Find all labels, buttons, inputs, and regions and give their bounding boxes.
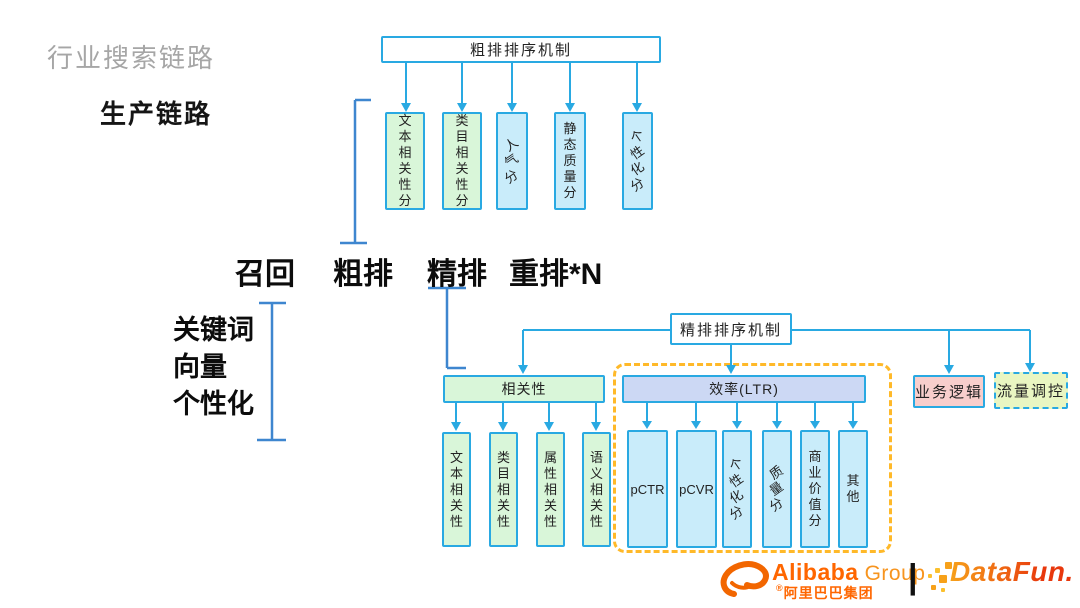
registered-mark: ® [776,583,784,593]
relevance-group-title: 相关性 [501,381,547,397]
alibaba-logo-icon [720,561,769,597]
stage-label-rerank: 重排*N [509,258,603,291]
coarse-rank-title-box: 粗排排序机制 [381,36,661,63]
efficiency-factor-commercial-value: 商业价值分 [800,430,830,548]
recall-method-vector: 向量 [173,352,227,382]
page-title: 行业搜索链路 [47,43,216,73]
alibaba-group-text: Group [864,562,926,585]
efficiency-dashed-frame [613,363,892,553]
coarse-factor-personalized: 个性化分 [622,112,653,210]
stage-label-recall: 召回 [235,258,295,291]
relevance-factor-category: 类目相关性 [489,432,518,547]
datafun-logo-dots [928,562,952,592]
coarse-factor-category-relevance: 类目相关性分 [442,112,482,210]
coarse-factor-static-quality: 静态质量分 [554,112,586,210]
efficiency-factor-pctr: pCTR [627,430,668,548]
coarse-rank-title: 粗排排序机制 [469,42,572,59]
recall-methods: 关键词 向量 个性化 [173,312,254,423]
efficiency-group-box: 效率(LTR) [622,375,866,403]
coarse-factor-text-relevance: 文本相关性分 [385,112,425,210]
traffic-control-box: 流量调控 [994,372,1068,409]
relevance-factor-attribute: 属性相关性 [536,432,565,547]
efficiency-factor-personalized: 个性化分 [722,430,752,548]
recall-method-personalized: 个性化 [173,389,254,419]
relevance-group-box: 相关性 [443,375,605,403]
fine-rank-title-box: 精排排序机制 [670,313,792,345]
efficiency-group-title: 效率(LTR) [709,381,779,397]
logo-divider: | [908,558,918,596]
efficiency-factor-quality: 质量分 [762,430,792,548]
relevance-factor-semantic: 语义相关性 [582,432,611,547]
business-logic-box: 业务逻辑 [913,375,985,408]
coarse-factor-popularity: 人气分 [496,112,528,210]
alibaba-chinese-name: ®阿里巴巴集团 [776,583,874,601]
stage-label-coarse: 粗排 [333,258,393,291]
relevance-factor-text: 文本相关性 [442,432,471,547]
recall-method-keyword: 关键词 [173,315,254,345]
datafun-wordmark: DataFun. [950,556,1074,587]
efficiency-factor-pcvr: pCVR [676,430,717,548]
production-chain-label: 生产链路 [100,99,213,129]
stage-label-fine: 精排 [427,258,487,291]
fine-rank-title: 精排排序机制 [679,321,782,339]
efficiency-factor-other: 其他 [838,430,868,548]
